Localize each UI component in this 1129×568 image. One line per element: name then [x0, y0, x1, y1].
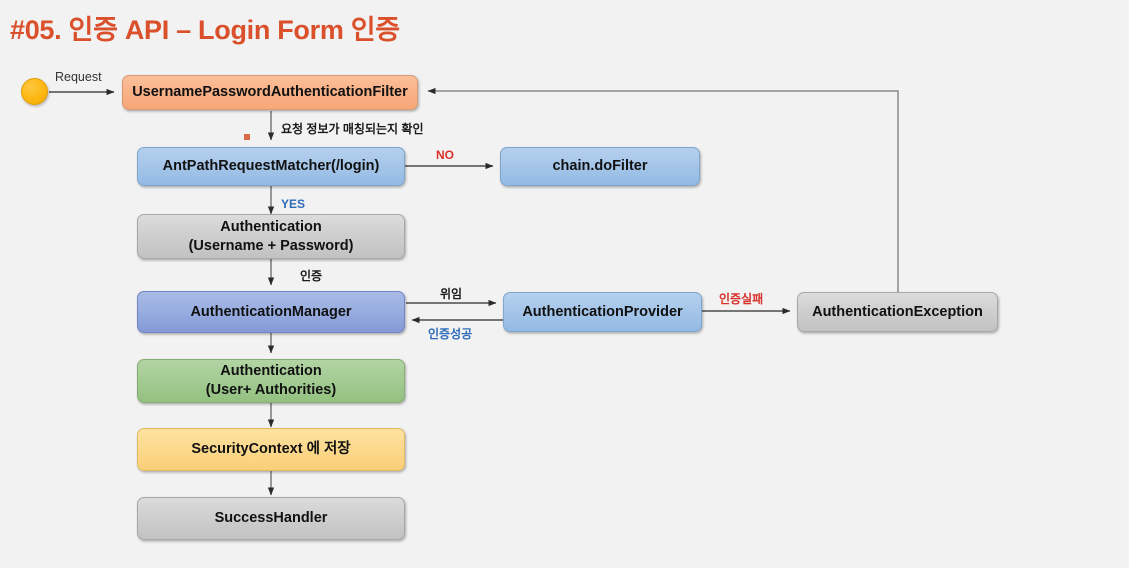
- node-success-handler[interactable]: SuccessHandler: [137, 497, 405, 540]
- node-authentication-exception[interactable]: AuthenticationException: [797, 292, 998, 332]
- node-username-password-authentication-filter[interactable]: UsernamePasswordAuthenticationFilter: [122, 75, 418, 110]
- edge-label-authenticate: 인증: [300, 269, 323, 283]
- edge-exception-to-filter: [427, 87, 899, 292]
- node-security-context-save[interactable]: SecurityContext 에 저장: [137, 428, 405, 471]
- node-authentication-manager[interactable]: AuthenticationManager: [137, 291, 405, 333]
- stray-mark-icon: [244, 134, 250, 140]
- node-auth-token-line2: (Username + Password): [188, 237, 354, 254]
- edge-label-auth-success: 인증성공: [428, 327, 473, 341]
- edge-label-no: NO: [436, 148, 454, 162]
- node-authentication-provider[interactable]: AuthenticationProvider: [503, 292, 702, 332]
- edge-label-delegate: 위임: [440, 287, 463, 301]
- node-ant-path-request-matcher[interactable]: AntPathRequestMatcher(/login): [137, 147, 405, 186]
- node-chain-do-filter[interactable]: chain.doFilter: [500, 147, 700, 186]
- node-auth-token-line1: Authentication: [220, 218, 322, 235]
- node-auth-result-line1: Authentication: [220, 363, 322, 380]
- edge-label-request: Request: [55, 70, 102, 84]
- node-authentication-user-authorities[interactable]: Authentication (User+ Authorities): [137, 359, 405, 403]
- edge-label-auth-failure: 인증실패: [719, 292, 764, 306]
- node-authentication-username-password[interactable]: Authentication (Username + Password): [137, 214, 405, 259]
- edge-label-yes: YES: [281, 197, 306, 211]
- page-title: #05. 인증 API – Login Form 인증: [10, 15, 400, 45]
- start-dot: [21, 78, 48, 105]
- node-auth-result-line2: (User+ Authorities): [205, 382, 337, 398]
- edge-label-match-check: 요청 정보가 매칭되는지 확인: [281, 122, 424, 136]
